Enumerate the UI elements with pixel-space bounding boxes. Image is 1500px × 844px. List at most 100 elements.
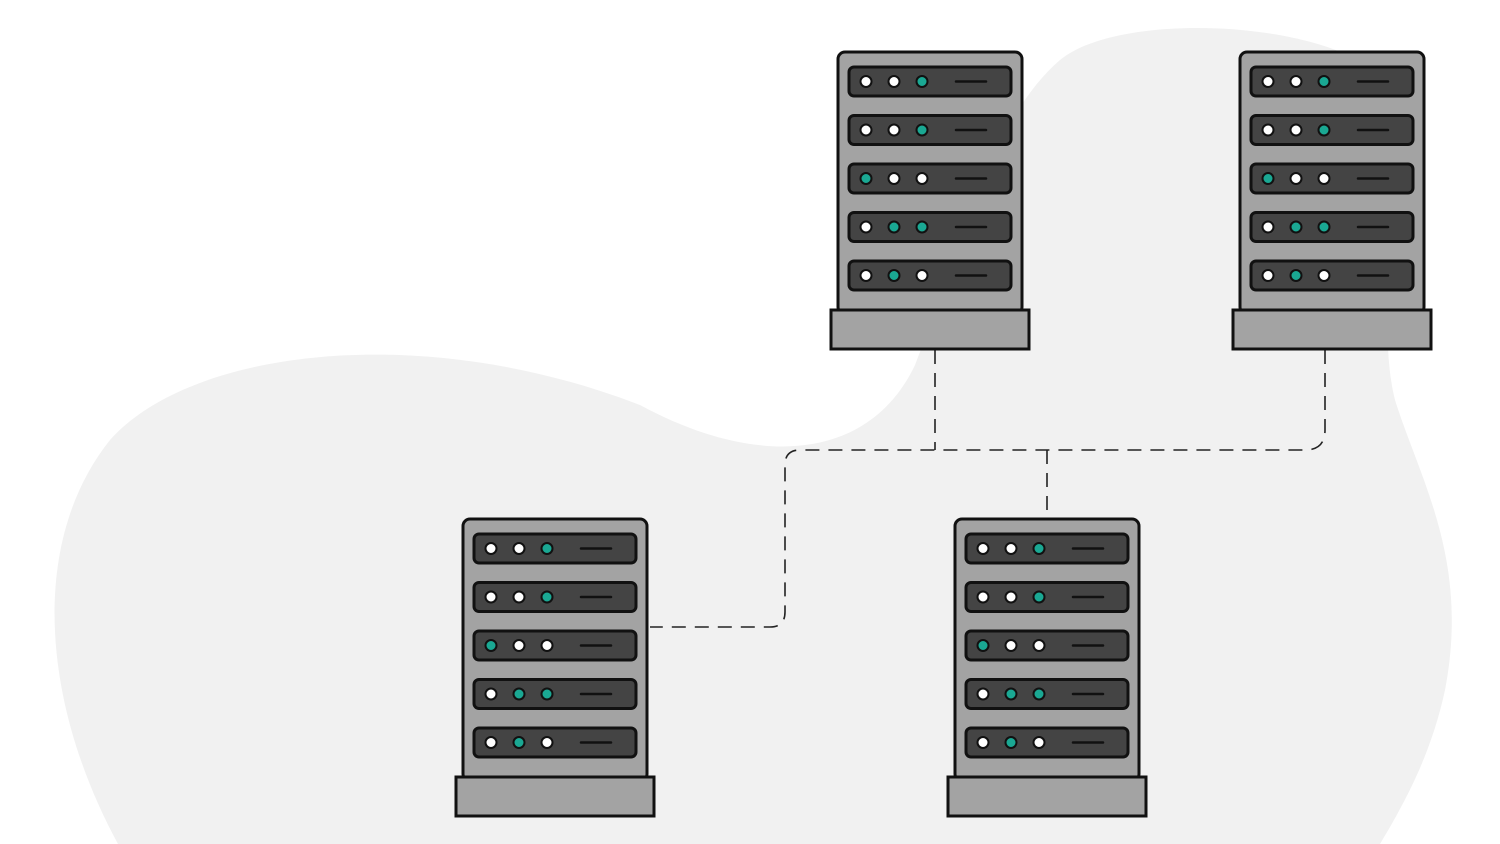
connector-top-right — [650, 350, 1326, 628]
status-led-on-icon — [1317, 123, 1331, 137]
status-led-off-icon — [1261, 123, 1275, 137]
unit-panel — [847, 65, 1013, 98]
rack-base — [946, 775, 1148, 818]
status-led-off-icon — [1289, 172, 1303, 185]
status-led-on-icon — [512, 687, 526, 701]
status-led-on-icon — [915, 75, 929, 88]
status-led-on-icon — [915, 123, 929, 137]
unit-panel — [472, 581, 638, 613]
status-led-on-icon — [915, 220, 929, 234]
status-led-off-icon — [976, 687, 990, 701]
unit-panel — [1249, 65, 1415, 98]
status-led-on-icon — [1317, 75, 1331, 88]
status-led-off-icon — [1261, 269, 1275, 282]
status-led-on-icon — [887, 220, 901, 234]
status-led-off-icon — [484, 736, 498, 749]
status-led-off-icon — [887, 172, 901, 185]
rack-unit — [964, 581, 1130, 613]
status-led-off-icon — [540, 639, 554, 652]
unit-panel — [847, 162, 1013, 195]
status-led-on-icon — [1004, 687, 1018, 701]
status-led-off-icon — [512, 639, 526, 652]
unit-panel — [472, 629, 638, 662]
status-led-off-icon — [1289, 75, 1303, 88]
server-bottom-left — [454, 517, 656, 818]
status-led-on-icon — [887, 269, 901, 282]
status-led-on-icon — [540, 590, 554, 604]
unit-panel — [1249, 162, 1415, 195]
status-led-on-icon — [540, 687, 554, 701]
unit-panel — [847, 211, 1013, 243]
status-led-off-icon — [1261, 220, 1275, 234]
unit-panel — [964, 532, 1130, 565]
status-led-on-icon — [1032, 590, 1046, 604]
rack-unit — [1249, 114, 1415, 146]
status-led-on-icon — [1289, 220, 1303, 234]
status-led-on-icon — [859, 172, 873, 185]
status-led-off-icon — [484, 542, 498, 555]
status-led-off-icon — [1004, 542, 1018, 555]
rack-unit — [1249, 259, 1415, 292]
rack-unit — [847, 211, 1013, 243]
status-led-off-icon — [859, 75, 873, 88]
servers-group — [454, 50, 1433, 818]
status-led-on-icon — [1289, 269, 1303, 282]
status-led-off-icon — [1032, 639, 1046, 652]
status-led-on-icon — [1317, 220, 1331, 234]
rack-unit — [472, 726, 638, 759]
status-led-off-icon — [859, 123, 873, 137]
status-led-off-icon — [915, 172, 929, 185]
status-led-off-icon — [484, 687, 498, 701]
rack-unit — [964, 532, 1130, 565]
server-top-center — [829, 50, 1031, 351]
server-top-right — [1231, 50, 1433, 351]
rack-unit — [1249, 211, 1415, 243]
status-led-on-icon — [976, 639, 990, 652]
unit-panel — [1249, 114, 1415, 146]
unit-panel — [847, 114, 1013, 146]
rack-base — [829, 308, 1031, 351]
status-led-off-icon — [859, 220, 873, 234]
status-led-off-icon — [540, 736, 554, 749]
status-led-off-icon — [859, 269, 873, 282]
rack-base — [1231, 308, 1433, 351]
rack-unit — [1249, 162, 1415, 195]
rack-unit — [847, 65, 1013, 98]
status-led-off-icon — [1317, 269, 1331, 282]
unit-panel — [472, 726, 638, 759]
rack-unit — [964, 629, 1130, 662]
unit-panel — [964, 629, 1130, 662]
rack-unit — [472, 678, 638, 710]
status-led-on-icon — [1261, 172, 1275, 185]
rack-unit — [847, 162, 1013, 195]
unit-panel — [964, 581, 1130, 613]
rack-unit — [472, 581, 638, 613]
rack-unit — [964, 678, 1130, 710]
connector-lines — [650, 350, 1326, 628]
status-led-off-icon — [1032, 736, 1046, 749]
status-led-off-icon — [1261, 75, 1275, 88]
rack-unit — [847, 114, 1013, 146]
unit-panel — [472, 678, 638, 710]
unit-panel — [1249, 259, 1415, 292]
rack-base — [454, 775, 656, 818]
status-led-off-icon — [976, 590, 990, 604]
status-led-off-icon — [512, 590, 526, 604]
rack-unit — [472, 532, 638, 565]
server-bottom-right — [946, 517, 1148, 818]
status-led-off-icon — [976, 542, 990, 555]
status-led-on-icon — [1032, 542, 1046, 555]
status-led-off-icon — [1317, 172, 1331, 185]
status-led-on-icon — [1004, 736, 1018, 749]
status-led-on-icon — [1032, 687, 1046, 701]
status-led-off-icon — [915, 269, 929, 282]
status-led-on-icon — [512, 736, 526, 749]
status-led-off-icon — [1004, 590, 1018, 604]
unit-panel — [472, 532, 638, 565]
unit-panel — [964, 678, 1130, 710]
status-led-on-icon — [484, 639, 498, 652]
status-led-off-icon — [887, 123, 901, 137]
unit-panel — [964, 726, 1130, 759]
status-led-on-icon — [540, 542, 554, 555]
